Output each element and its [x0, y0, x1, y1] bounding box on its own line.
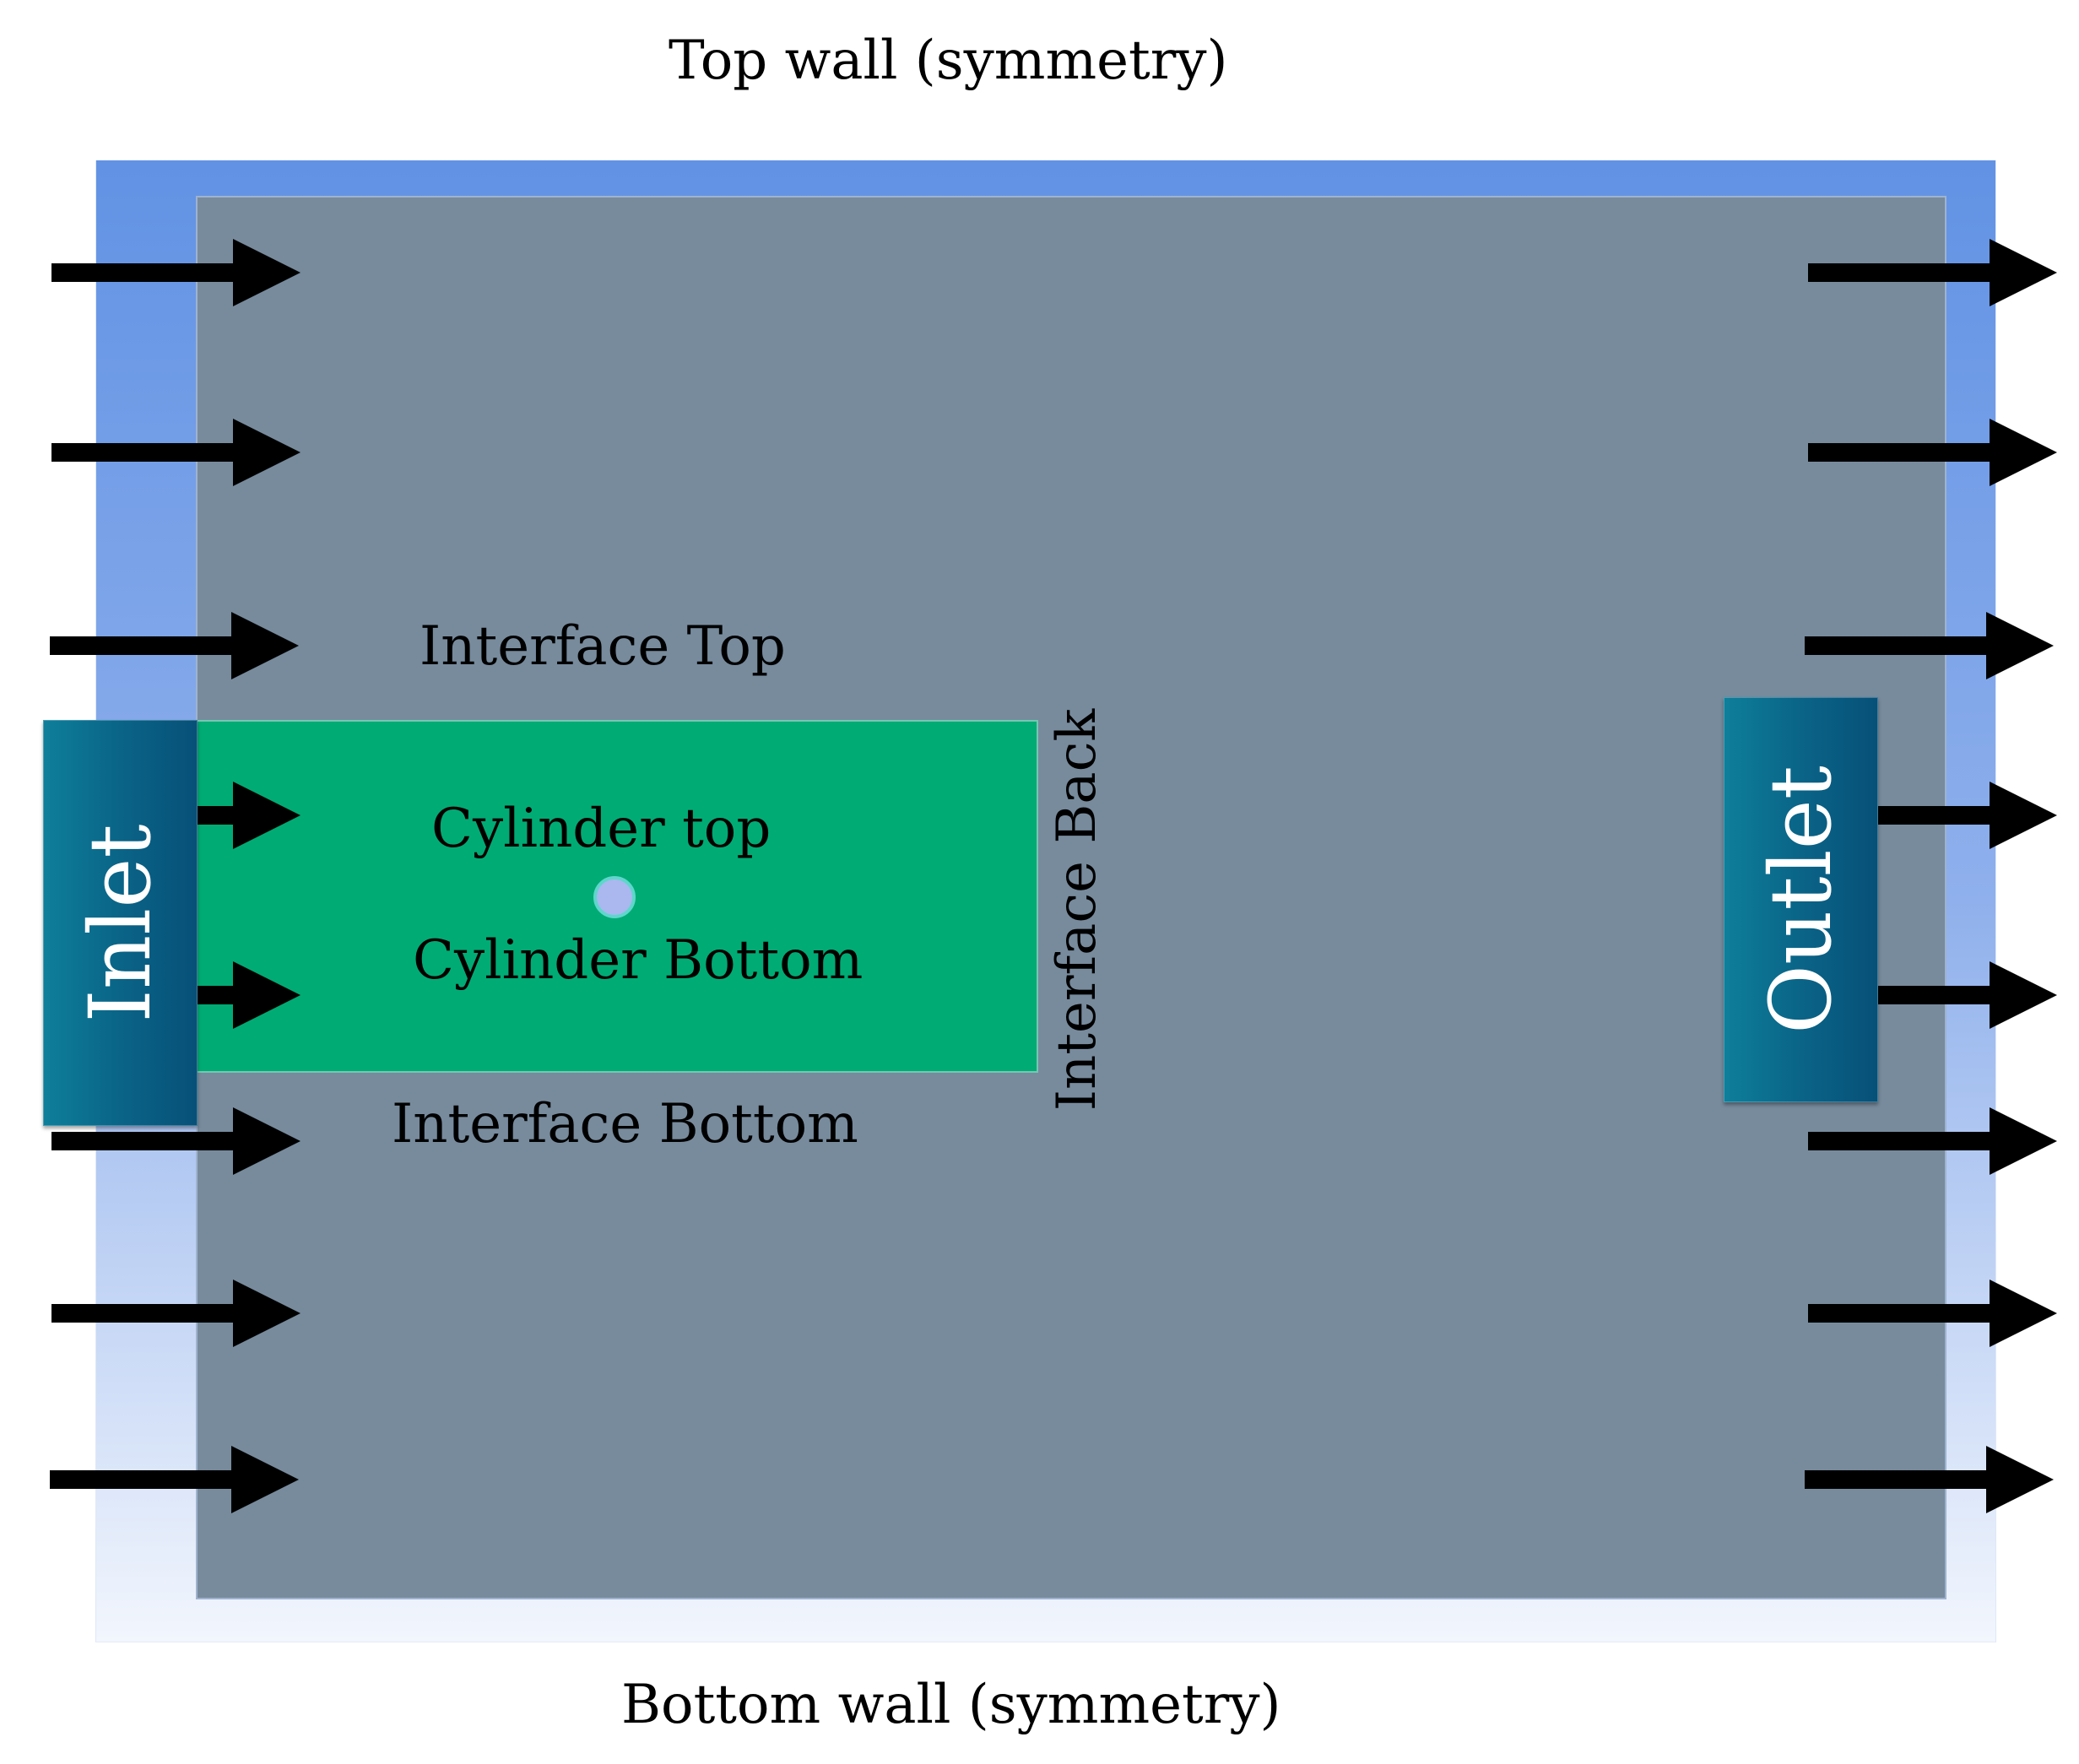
top-wall-label: Top wall (symmetry) [669, 30, 1228, 92]
outlet-label: Outlet [1751, 766, 1850, 1034]
interface-bottom-label: Interface Bottom [392, 1093, 858, 1155]
interface-top-label: Interface Top [420, 615, 786, 678]
bottom-wall-label: Bottom wall (symmetry) [621, 1674, 1281, 1736]
interface-back-label: Interface Back [1046, 708, 1108, 1112]
interface-back-label-container: Interface Back [1041, 709, 1113, 1111]
inlet-label: Inlet [70, 823, 170, 1023]
cylinder-marker [593, 876, 636, 918]
cylinder-bottom-label: Cylinder Bottom [413, 929, 864, 992]
inlet-boundary-box: Inlet [43, 720, 198, 1126]
outlet-boundary-box: Outlet [1724, 697, 1878, 1102]
cylinder-top-label: Cylinder top [431, 798, 772, 860]
